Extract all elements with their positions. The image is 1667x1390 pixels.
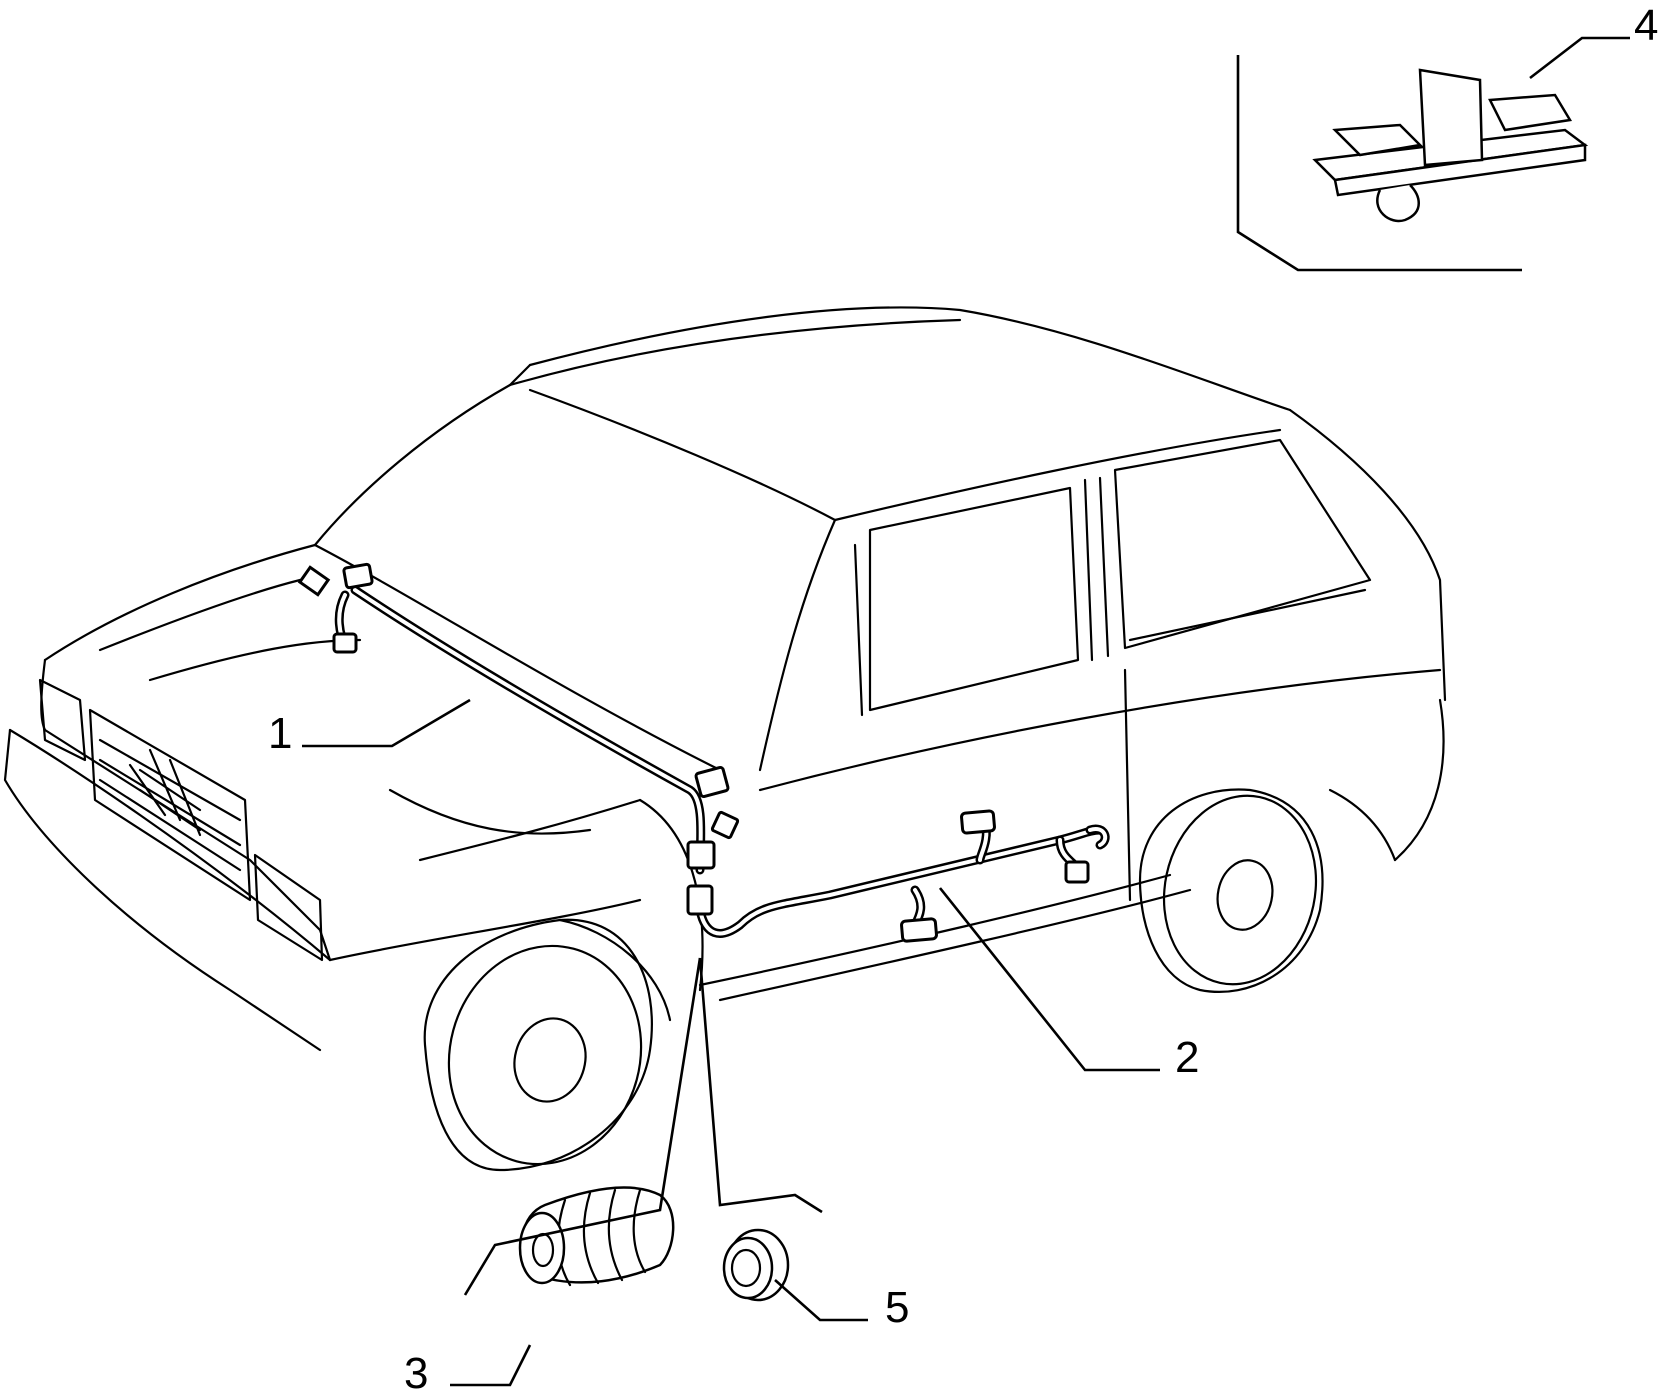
inset-frame <box>1236 55 1522 272</box>
leader-lines <box>302 698 1160 1387</box>
connector <box>686 840 716 870</box>
grille <box>88 708 252 902</box>
callout-2: 2 <box>1175 1033 1199 1082</box>
car-body-outline <box>3 306 1447 1172</box>
rear-wheel <box>1138 788 1324 993</box>
callout-4: 4 <box>1634 1 1658 50</box>
front-harness <box>297 562 740 875</box>
connector <box>710 810 740 840</box>
connector <box>960 809 996 835</box>
callout-1: 1 <box>268 709 292 758</box>
rubber-boot <box>518 1186 675 1287</box>
front-wheel <box>423 918 672 1172</box>
connector <box>900 917 938 943</box>
connector <box>342 562 374 590</box>
connector <box>1064 860 1090 884</box>
harness-clip <box>1312 36 1630 223</box>
connector <box>686 884 714 916</box>
side-harness <box>686 809 1110 943</box>
callout-3: 3 <box>404 1349 428 1390</box>
connector <box>332 632 358 654</box>
connector <box>694 765 730 799</box>
grommet <box>722 1228 790 1302</box>
callout-5: 5 <box>885 1283 909 1332</box>
connector <box>297 565 331 597</box>
